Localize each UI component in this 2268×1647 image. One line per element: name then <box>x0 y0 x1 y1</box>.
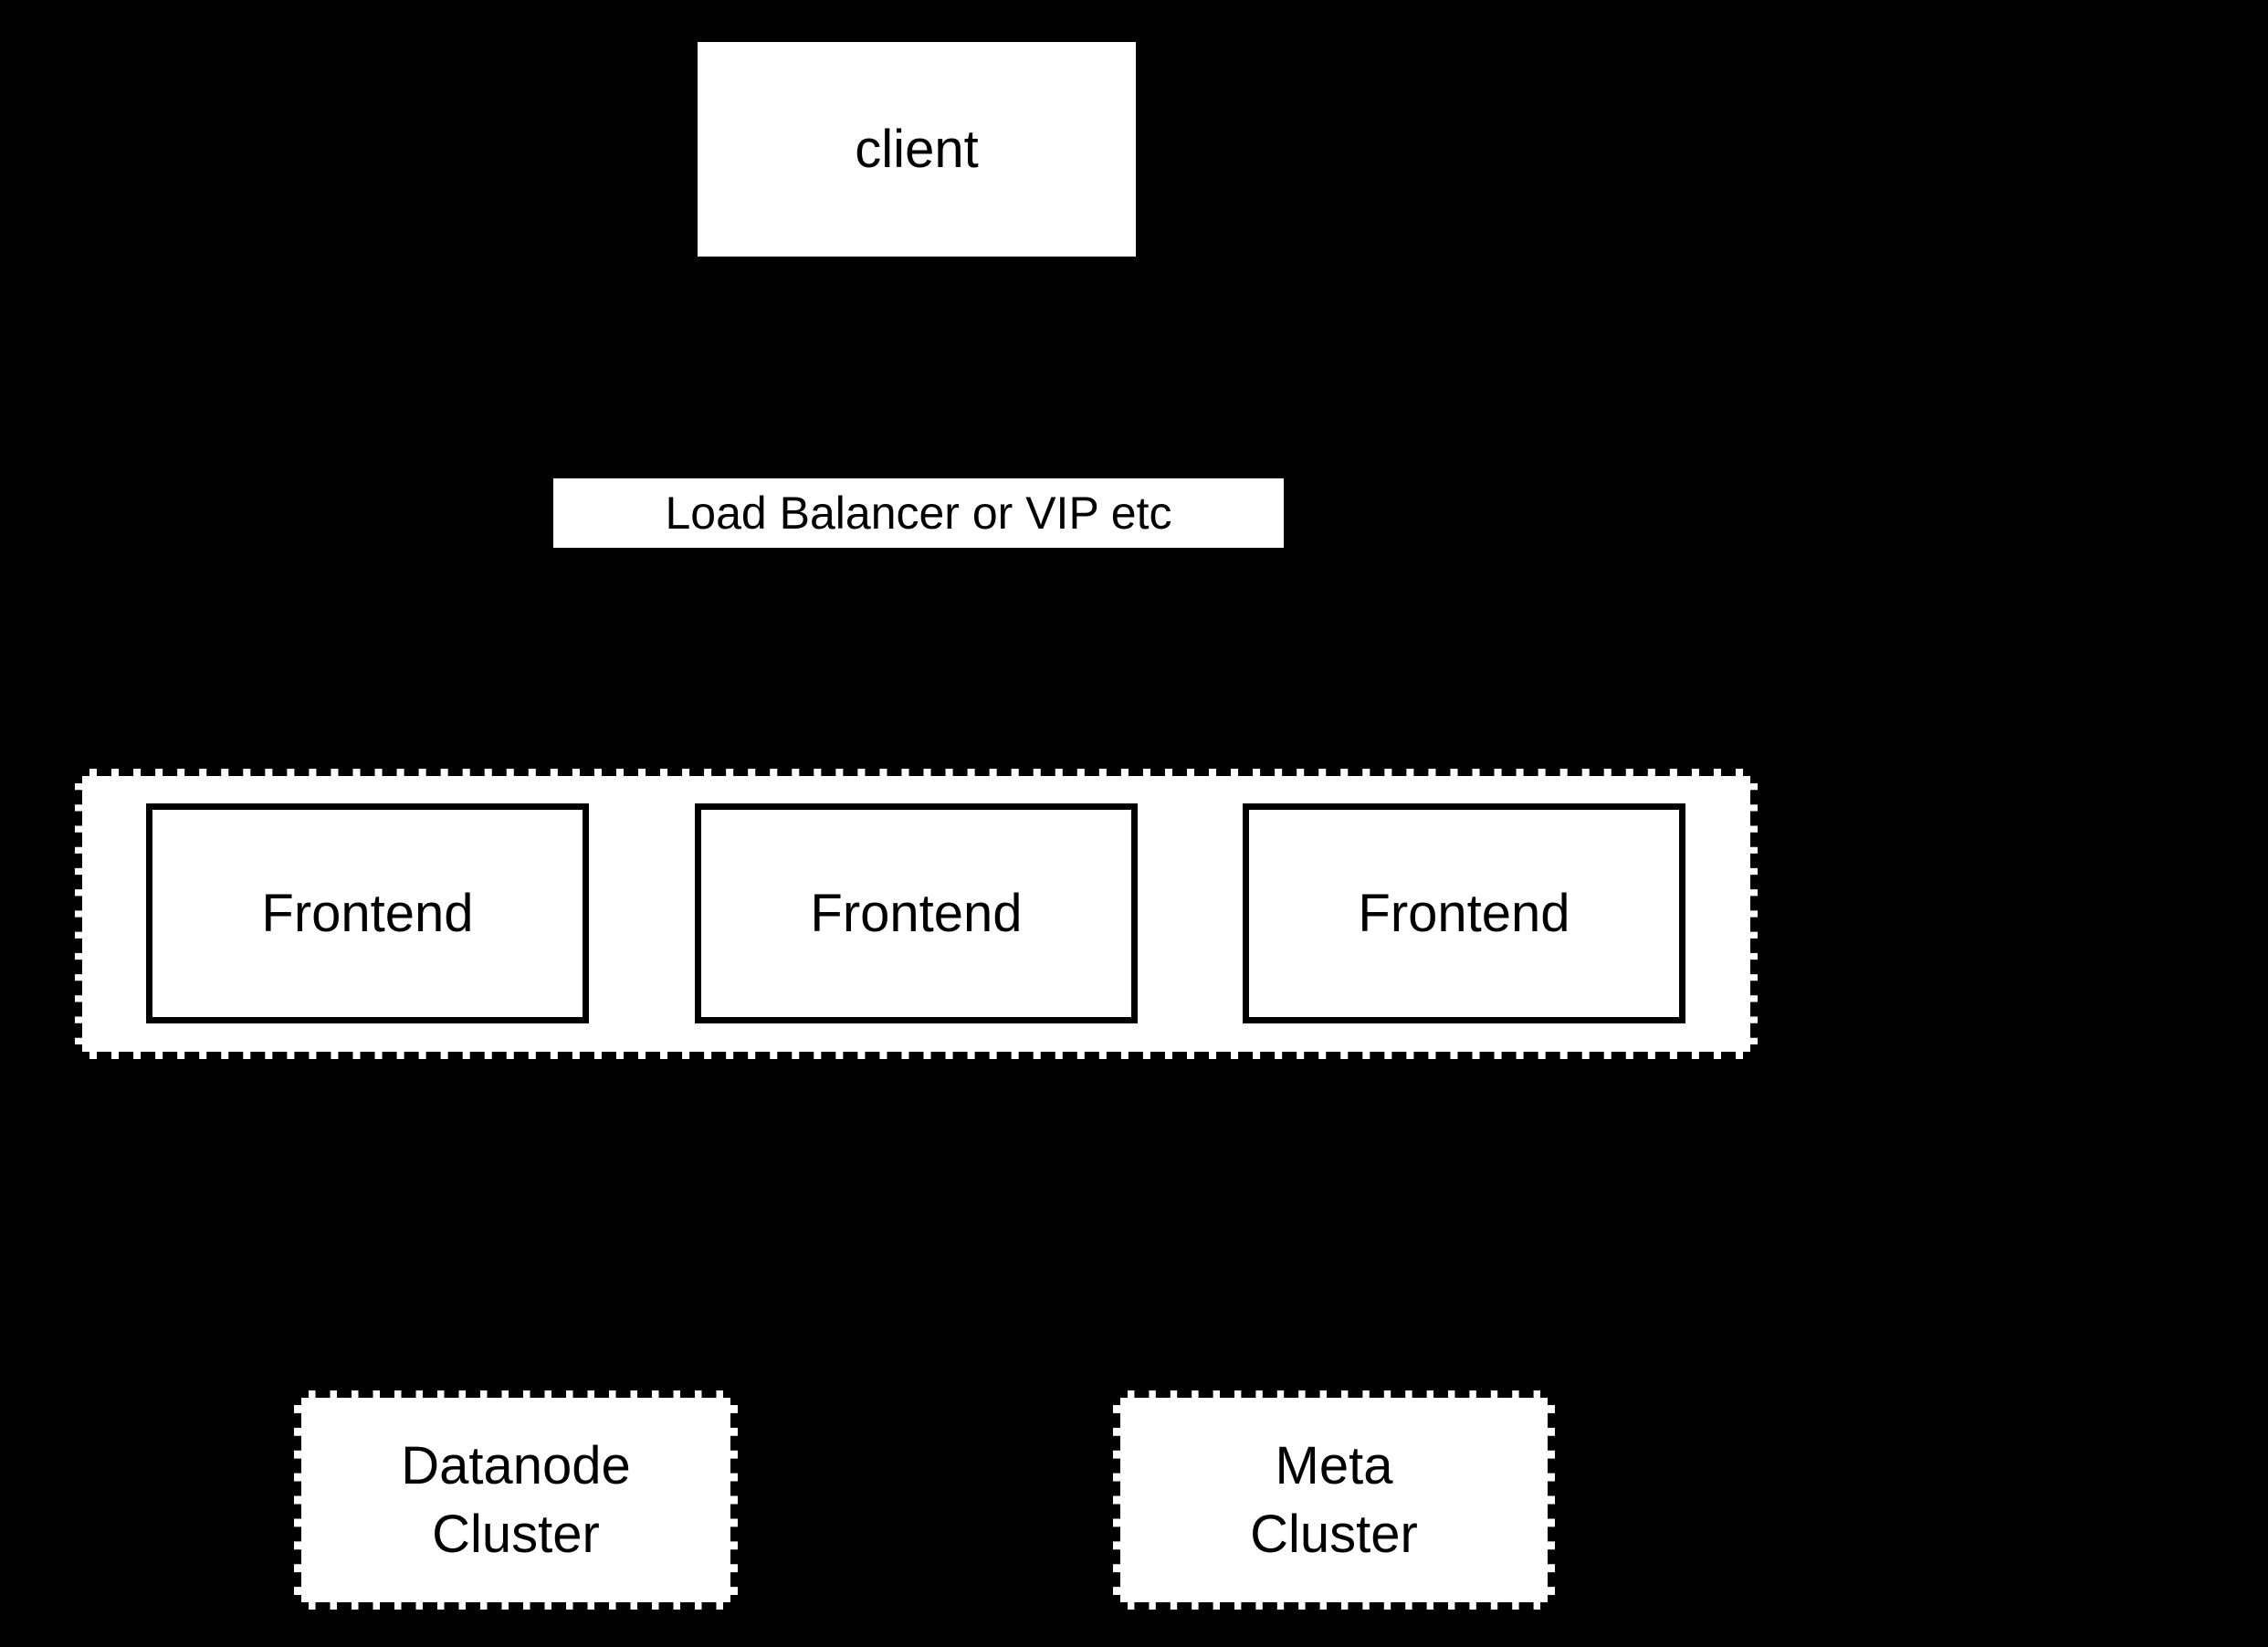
load-balancer-label: Load Balancer or VIP etc <box>665 487 1172 539</box>
frontend-label-3: Frontend <box>1358 883 1570 943</box>
client-label: client <box>855 119 979 179</box>
client-node: client <box>698 42 1136 257</box>
frontend-label-2: Frontend <box>810 883 1023 943</box>
meta-cluster-node: Meta Cluster <box>1113 1390 1555 1610</box>
datanode-cluster-label: Datanode Cluster <box>401 1435 631 1564</box>
meta-cluster-label: Meta Cluster <box>1250 1435 1418 1564</box>
frontend-node-2: Frontend <box>695 803 1138 1023</box>
datanode-cluster-node: Datanode Cluster <box>294 1390 738 1610</box>
frontend-label-1: Frontend <box>261 883 474 943</box>
frontend-node-1: Frontend <box>146 803 589 1023</box>
load-balancer-node: Load Balancer or VIP etc <box>553 478 1284 548</box>
frontend-node-3: Frontend <box>1243 803 1685 1023</box>
